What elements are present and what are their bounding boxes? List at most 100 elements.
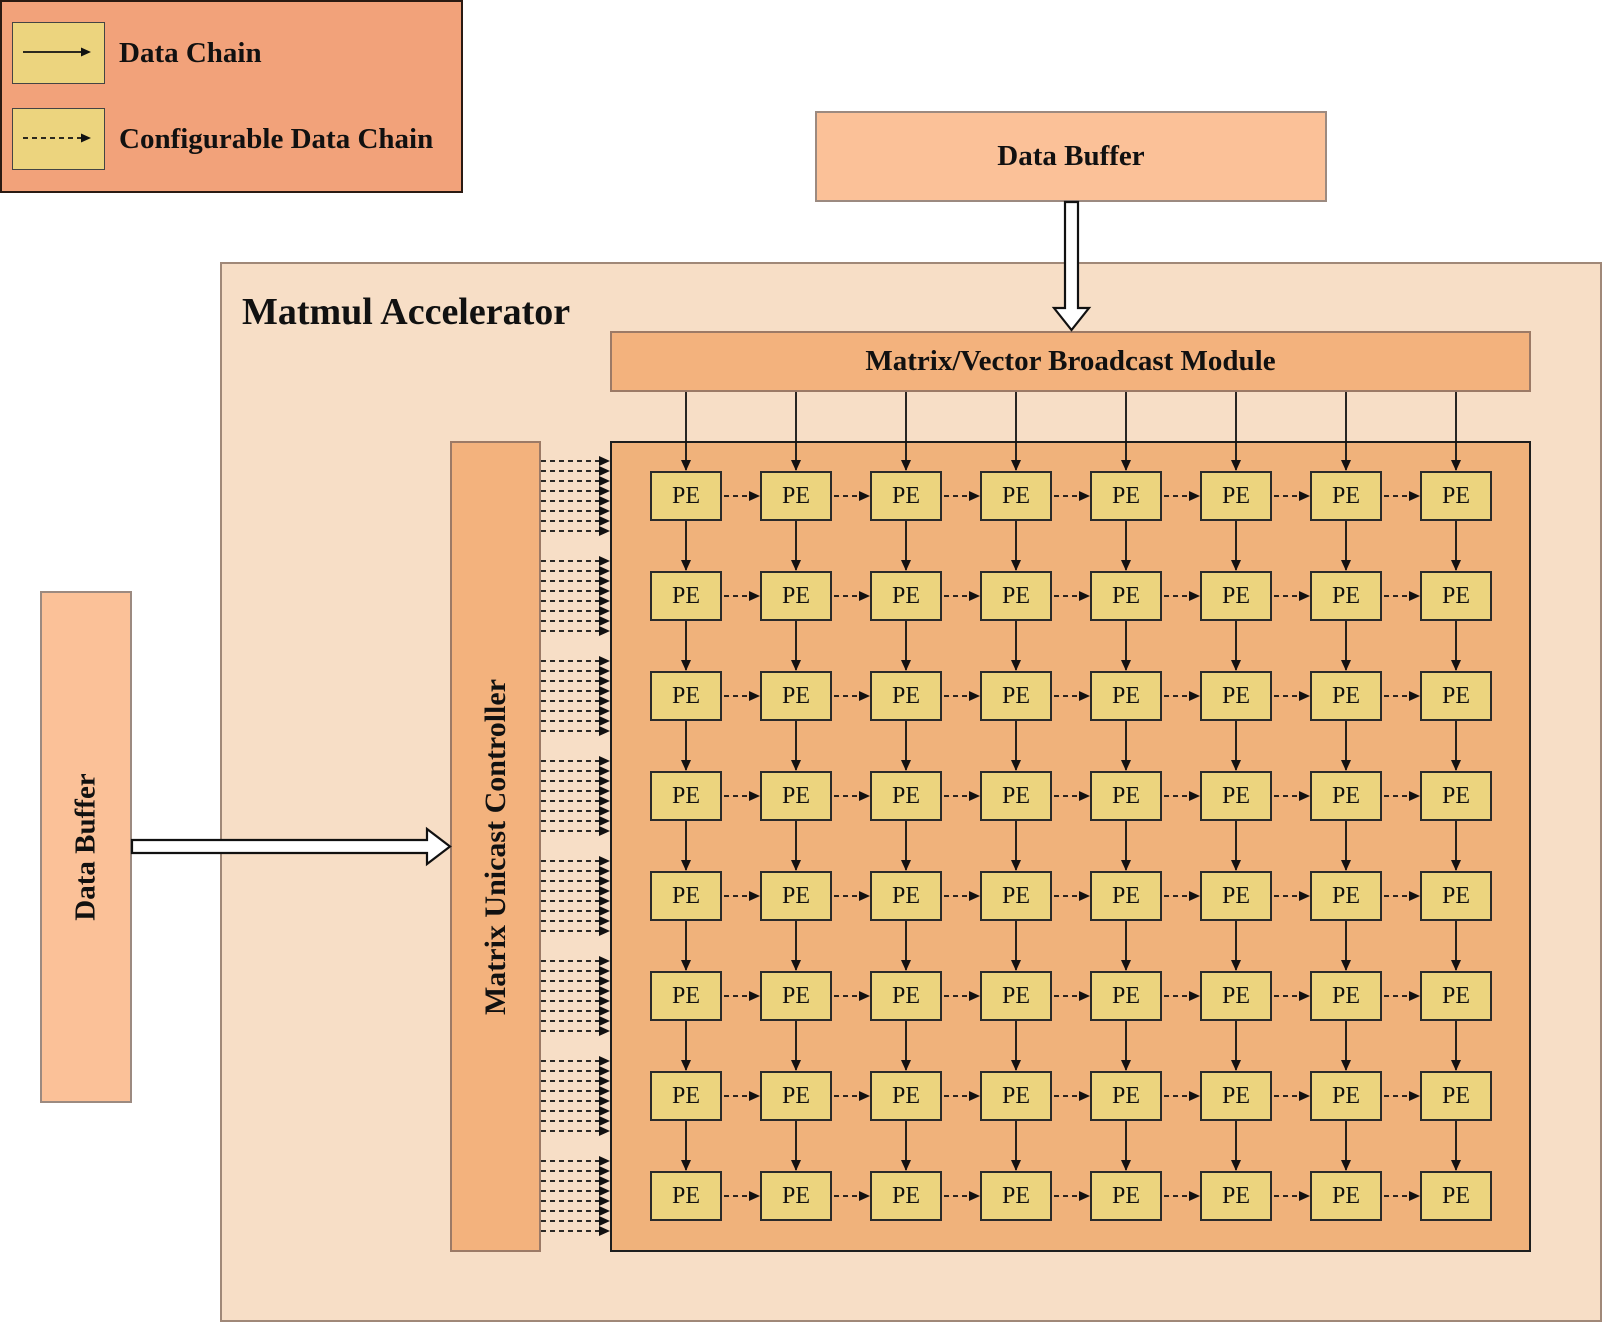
unicast-bus-arrowhead [599, 456, 610, 466]
pe-cell: PE [1200, 471, 1272, 521]
pe-horizontal-arrowhead [1299, 691, 1310, 701]
pe-cell: PE [1310, 671, 1382, 721]
solid-arrow-icon [23, 47, 91, 57]
pe-vertical-arrowhead [681, 760, 691, 771]
pe-cell: PE [980, 571, 1052, 621]
pe-cell: PE [1200, 971, 1272, 1021]
pe-vertical-arrowhead [1121, 960, 1131, 971]
pe-cell: PE [1420, 1171, 1492, 1221]
pe-vertical-arrowhead [1231, 660, 1241, 671]
pe-horizontal-arrowhead [1409, 591, 1420, 601]
pe-vertical-arrowhead [1011, 660, 1021, 671]
pe-vertical-arrowhead [1121, 1060, 1131, 1071]
pe-horizontal-arrowhead [859, 791, 870, 801]
top-data-buffer: Data Buffer [815, 111, 1327, 202]
pe-horizontal-arrowhead [1409, 791, 1420, 801]
left-buffer-hollow-arrow [130, 826, 452, 867]
unicast-bus-arrowhead [599, 796, 610, 806]
pe-vertical-arrowhead [1121, 1160, 1131, 1171]
broadcast-arrowhead [681, 460, 691, 471]
pe-cell: PE [870, 571, 942, 621]
unicast-bus-arrowhead [599, 516, 610, 526]
pe-horizontal-arrowhead [1189, 691, 1200, 701]
pe-cell: PE [980, 1071, 1052, 1121]
unicast-bus-arrowhead [599, 926, 610, 936]
unicast-bus-arrowhead [599, 786, 610, 796]
pe-cell: PE [760, 1171, 832, 1221]
pe-horizontal-arrowhead [749, 891, 760, 901]
pe-vertical-arrowhead [1011, 560, 1021, 571]
pe-horizontal-arrowhead [1189, 891, 1200, 901]
pe-horizontal-arrowhead [749, 1091, 760, 1101]
pe-horizontal-arrowhead [859, 491, 870, 501]
pe-vertical-arrowhead [1451, 1160, 1461, 1171]
unicast-bus-arrowhead [599, 986, 610, 996]
pe-cell: PE [980, 971, 1052, 1021]
pe-horizontal-arrowhead [749, 591, 760, 601]
pe-horizontal-arrowhead [1299, 991, 1310, 1001]
unicast-bus-arrowhead [599, 1216, 610, 1226]
pe-vertical-arrowhead [681, 660, 691, 671]
pe-vertical-arrowhead [681, 960, 691, 971]
broadcast-arrowhead [1121, 460, 1131, 471]
pe-vertical-arrowhead [791, 1060, 801, 1071]
pe-horizontal-arrowhead [859, 1191, 870, 1201]
pe-vertical-arrowhead [1231, 1060, 1241, 1071]
unicast-bus-arrowhead [599, 956, 610, 966]
pe-horizontal-arrowhead [1079, 691, 1090, 701]
pe-horizontal-arrowhead [859, 891, 870, 901]
pe-cell: PE [650, 871, 722, 921]
pe-horizontal-arrowhead [749, 791, 760, 801]
pe-horizontal-arrowhead [969, 791, 980, 801]
unicast-bus-arrowhead [599, 1176, 610, 1186]
pe-vertical-arrowhead [1341, 560, 1351, 571]
unicast-bus-arrowhead [599, 716, 610, 726]
legend-swatch-solid [12, 22, 105, 84]
unicast-bus-arrowhead [599, 1076, 610, 1086]
pe-cell: PE [1310, 471, 1382, 521]
unicast-bus-arrowhead [599, 866, 610, 876]
pe-cell: PE [760, 471, 832, 521]
pe-cell: PE [1420, 871, 1492, 921]
pe-vertical-arrowhead [1231, 760, 1241, 771]
pe-horizontal-arrowhead [1189, 791, 1200, 801]
pe-cell: PE [1310, 571, 1382, 621]
pe-cell: PE [870, 1071, 942, 1121]
pe-vertical-arrowhead [1451, 660, 1461, 671]
unicast-bus-arrowhead [599, 886, 610, 896]
pe-vertical-arrowhead [791, 1160, 801, 1171]
pe-horizontal-arrowhead [1409, 1191, 1420, 1201]
unicast-bus-arrowhead [599, 616, 610, 626]
unicast-bus-arrowhead [599, 626, 610, 636]
unicast-bus-arrowhead [599, 756, 610, 766]
pe-horizontal-arrowhead [1189, 991, 1200, 1001]
unicast-bus-arrowhead [599, 1166, 610, 1176]
pe-horizontal-arrowhead [1299, 1091, 1310, 1101]
pe-horizontal-arrowhead [1079, 991, 1090, 1001]
unicast-bus-arrowhead [599, 1156, 610, 1166]
unicast-bus-arrowhead [599, 566, 610, 576]
pe-vertical-arrowhead [901, 1060, 911, 1071]
pe-cell: PE [760, 771, 832, 821]
pe-cell: PE [760, 971, 832, 1021]
pe-horizontal-arrowhead [1409, 691, 1420, 701]
unicast-bus-arrowhead [599, 486, 610, 496]
pe-vertical-arrowhead [1451, 560, 1461, 571]
pe-cell: PE [1090, 771, 1162, 821]
pe-cell: PE [1200, 671, 1272, 721]
pe-horizontal-arrowhead [969, 1191, 980, 1201]
broadcast-arrowhead [791, 460, 801, 471]
pe-horizontal-arrowhead [969, 891, 980, 901]
pe-vertical-arrowhead [1231, 560, 1241, 571]
pe-cell: PE [1090, 571, 1162, 621]
top-buffer-hollow-arrow [1051, 200, 1092, 332]
unicast-bus-arrowhead [599, 1006, 610, 1016]
unicast-bus-arrowhead [599, 586, 610, 596]
pe-cell: PE [1420, 1071, 1492, 1121]
pe-horizontal-arrowhead [1299, 1191, 1310, 1201]
pe-cell: PE [1200, 1071, 1272, 1121]
pe-cell: PE [1310, 771, 1382, 821]
legend-label-data-chain: Data Chain [119, 37, 262, 69]
pe-cell: PE [1090, 471, 1162, 521]
pe-vertical-arrowhead [1231, 960, 1241, 971]
